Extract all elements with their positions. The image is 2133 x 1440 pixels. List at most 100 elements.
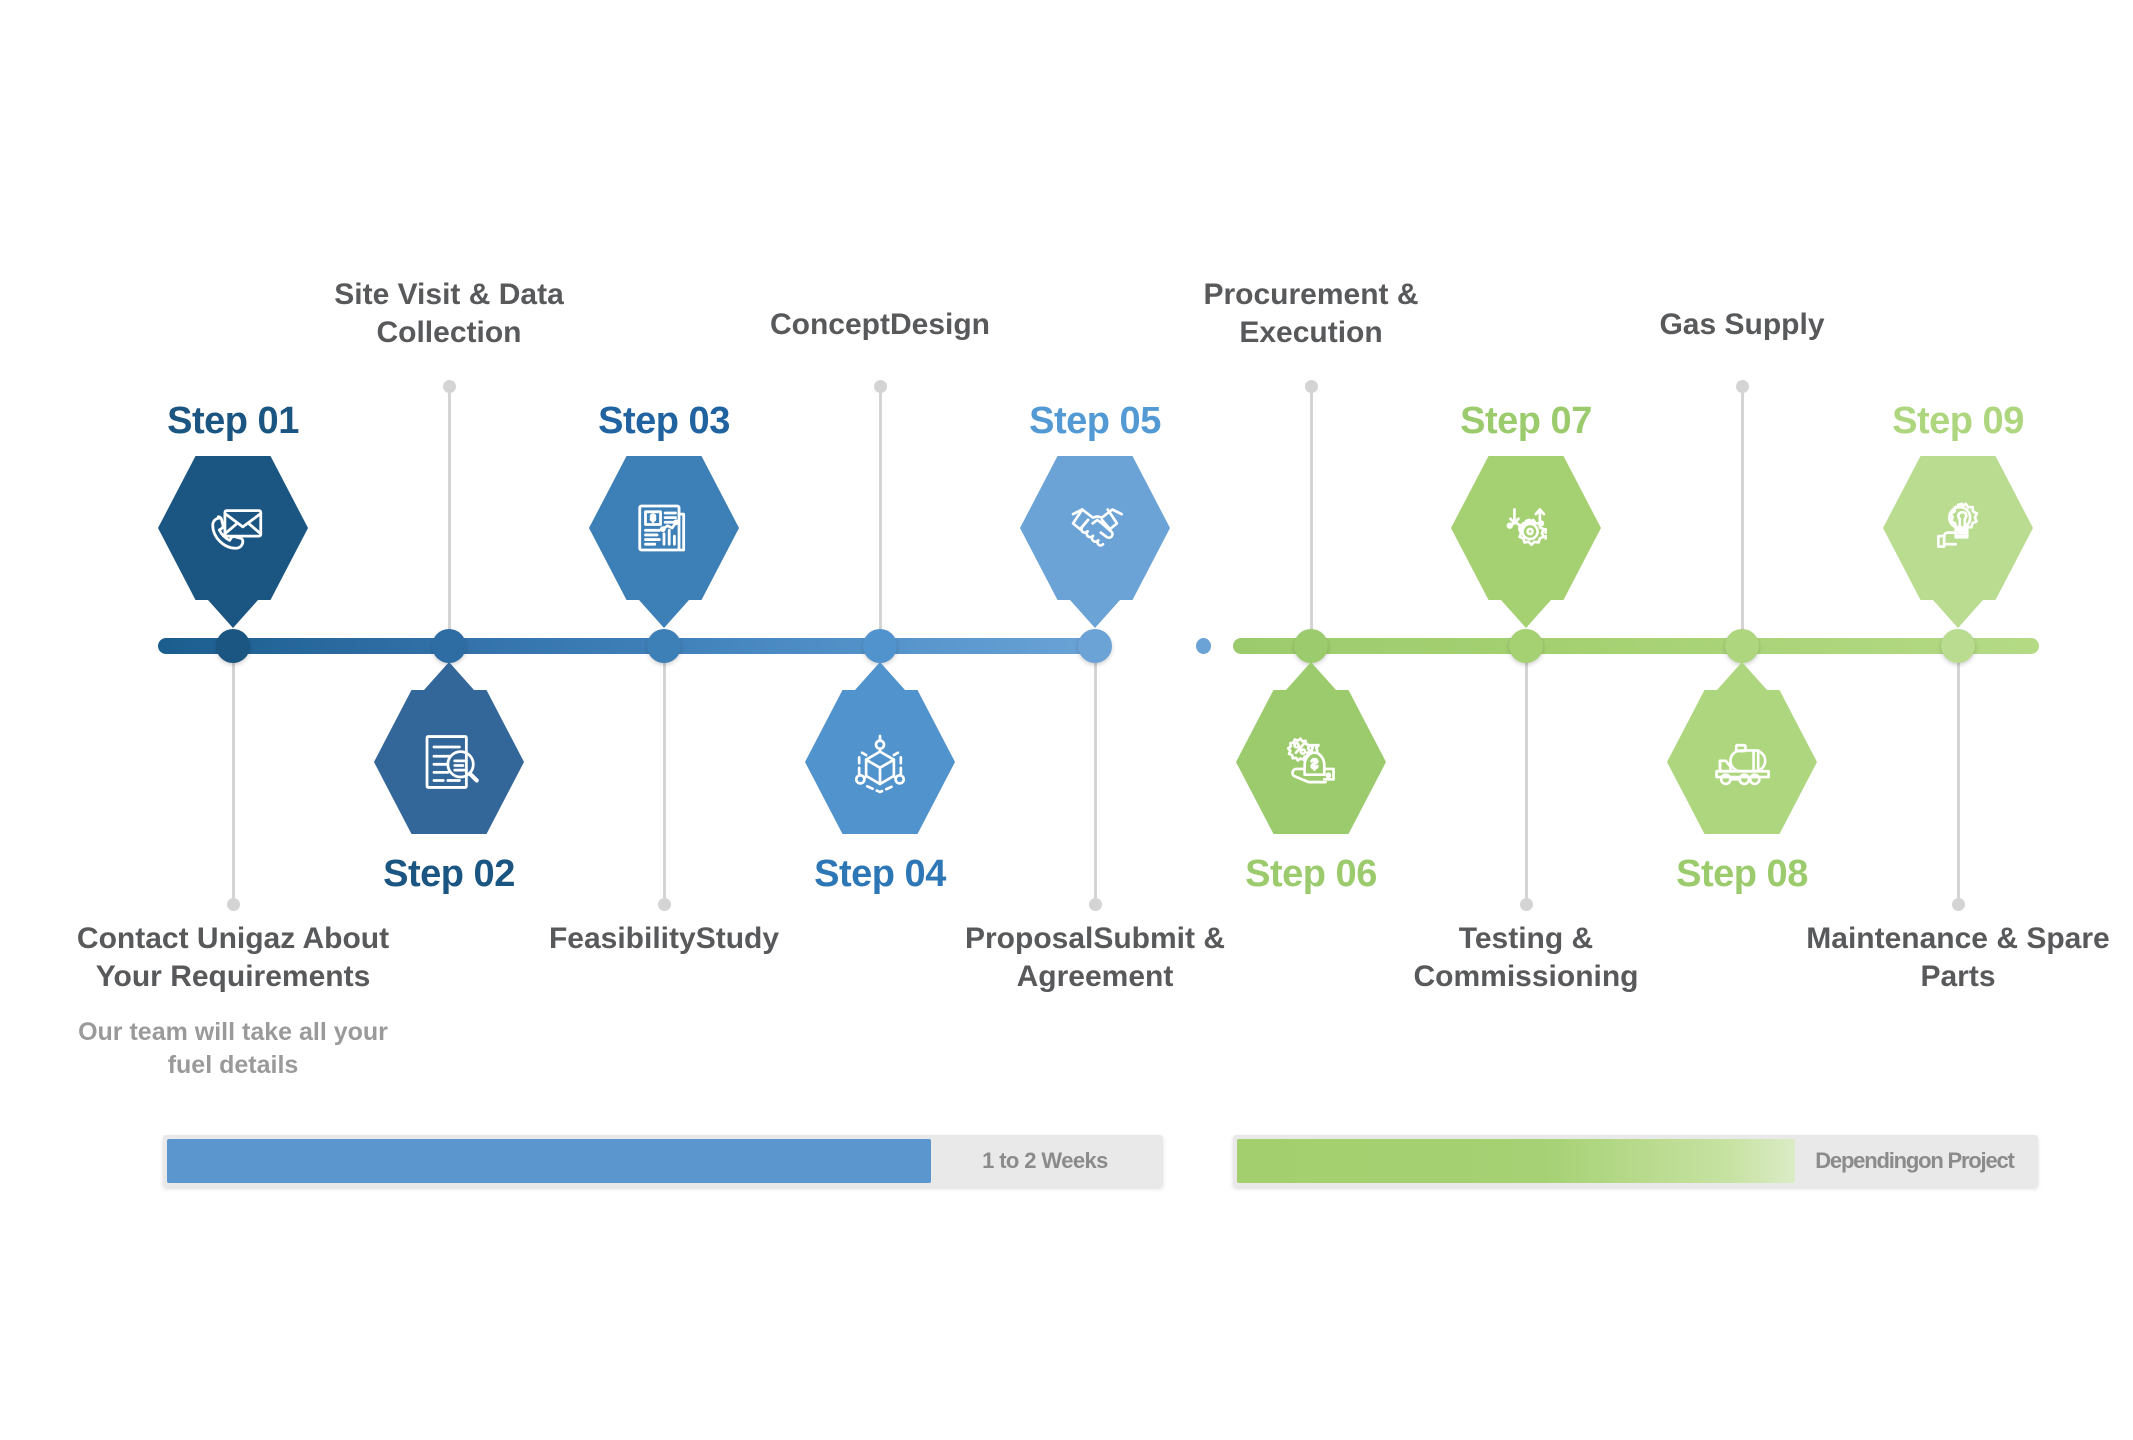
hex-tip-08 (1717, 662, 1767, 690)
step-hexagon-06[interactable] (1236, 662, 1386, 837)
step-hexagon-09[interactable] (1883, 453, 2033, 628)
hex-body-04 (805, 690, 955, 834)
duration-label-green: Dependingon Project (1815, 1148, 2015, 1173)
step-title-04: ConceptDesign (710, 306, 1050, 344)
stem-cap-step-08 (1736, 380, 1749, 393)
hex-body-09 (1883, 456, 2033, 600)
document-magnifier-icon (425, 735, 479, 789)
step-title-05: ProposalSubmit & Agreement (925, 920, 1265, 997)
gear-analytics-icon (1506, 508, 1547, 546)
step-number-03: Step 03 (598, 400, 730, 442)
step-hexagon-07[interactable] (1451, 453, 1601, 628)
step-hexagon-01[interactable] (158, 453, 308, 628)
hex-body-05 (1020, 456, 1170, 600)
hex-tip-06 (1286, 662, 1336, 690)
duration-fill-green (1237, 1139, 1795, 1183)
step-title-01: Contact Unigaz About Your Requirements (63, 920, 403, 997)
financial-report-icon (638, 504, 686, 552)
duration-label-blue: 1 to 2 Weeks (982, 1148, 1108, 1173)
hex-tip-04 (855, 662, 905, 690)
stem-step-02 (448, 388, 451, 646)
hex-tip-07 (1501, 600, 1551, 628)
stem-cap-step-04 (874, 380, 887, 393)
hex-tip-05 (1070, 600, 1120, 628)
step-hexagon-08[interactable] (1667, 662, 1817, 837)
step-title-06: Procurement & Execution (1141, 276, 1481, 353)
step-hexagon-03[interactable] (589, 453, 739, 628)
step-number-09: Step 09 (1892, 400, 2024, 442)
3d-cube-network-icon (854, 734, 906, 794)
step-title-text-05: ProposalSubmit & Agreement (964, 922, 1226, 994)
step-title-text-08: Gas Supply (1659, 308, 1825, 341)
hex-body-02 (374, 690, 524, 834)
stem-cap-step-07 (1520, 898, 1533, 911)
step-title-text-04: ConceptDesign (769, 308, 991, 341)
hex-body-07 (1451, 456, 1601, 600)
timeline-node-step-02[interactable] (432, 629, 466, 663)
timeline-node-step-09[interactable] (1941, 629, 1975, 663)
step-subtitle-01: Our team will take all your fuel details (78, 1018, 388, 1079)
stem-cap-step-02 (443, 380, 456, 393)
stem-step-01 (232, 646, 235, 904)
timeline-node-step-04[interactable] (863, 629, 897, 663)
timeline-node-step-06[interactable] (1294, 629, 1328, 663)
hex-body-06 (1236, 690, 1386, 834)
stem-step-07 (1525, 646, 1528, 904)
hex-tip-03 (639, 600, 689, 628)
step-title-text-03: FeasibilityStudy (548, 922, 780, 955)
stem-cap-step-01 (227, 898, 240, 911)
hex-body-08 (1667, 690, 1817, 834)
timeline-node-step-03[interactable] (647, 629, 681, 663)
step-number-08: Step 08 (1676, 853, 1808, 895)
step-title-03: FeasibilityStudy (494, 920, 834, 958)
hex-body-03 (589, 456, 739, 600)
step-title-text-06: Procurement & Execution (1203, 278, 1419, 350)
timeline-node-step-05[interactable] (1078, 629, 1112, 663)
hand-gear-wrench-icon (1937, 502, 1979, 548)
step-title-08: Gas Supply (1572, 306, 1912, 344)
stem-step-04 (879, 388, 882, 646)
phone-envelope-icon (211, 509, 263, 550)
step-number-07: Step 07 (1460, 400, 1592, 442)
hex-tip-01 (208, 600, 258, 628)
duration-bar-blue: 1 to 2 Weeks (163, 1135, 1163, 1187)
hex-tip-09 (1933, 600, 1983, 628)
timeline-rail-green (1233, 638, 2039, 654)
step-hexagon-04[interactable] (805, 662, 955, 837)
money-bag-discount-icon (1286, 737, 1335, 784)
stem-cap-step-06 (1305, 380, 1318, 393)
timeline-node-step-08[interactable] (1725, 629, 1759, 663)
stem-cap-step-05 (1089, 898, 1102, 911)
hex-tip-02 (424, 662, 474, 690)
step-title-07: Testing & Commissioning (1356, 920, 1696, 997)
step-number-01: Step 01 (167, 400, 299, 442)
step-title-09: Maintenance & Spare Parts (1788, 920, 2128, 997)
timeline-node-step-01[interactable] (216, 629, 250, 663)
step-title-text-09: Maintenance & Spare Parts (1806, 922, 2110, 994)
tanker-truck-icon (1715, 743, 1770, 786)
stem-step-06 (1310, 388, 1313, 646)
step-number-02: Step 02 (383, 853, 515, 895)
step-title-text-02: Site Visit & Data Collection (334, 278, 564, 350)
stem-step-05 (1094, 646, 1097, 904)
timeline-rail-blue (158, 638, 1100, 654)
step-number-06: Step 06 (1245, 853, 1377, 895)
step-title-text-07: Testing & Commissioning (1413, 922, 1639, 994)
step-number-05: Step 05 (1029, 400, 1161, 442)
step-hexagon-02[interactable] (374, 662, 524, 837)
step-title-text-01: Contact Unigaz About Your Requirements (76, 922, 390, 994)
handshake-icon (1071, 508, 1123, 547)
stem-cap-step-03 (658, 898, 671, 911)
stem-step-03 (663, 646, 666, 904)
hex-body-01 (158, 456, 308, 600)
stem-step-09 (1957, 646, 1960, 904)
duration-bar-green: Dependingon Project (1233, 1135, 2038, 1187)
step-hexagon-05[interactable] (1020, 453, 1170, 628)
timeline-node-step-07[interactable] (1509, 629, 1543, 663)
step-title-02: Site Visit & Data Collection (279, 276, 619, 353)
duration-fill-blue (167, 1139, 931, 1183)
step-number-04: Step 04 (814, 853, 946, 895)
timeline-gap-dot (1196, 638, 1211, 654)
stem-cap-step-09 (1952, 898, 1965, 911)
